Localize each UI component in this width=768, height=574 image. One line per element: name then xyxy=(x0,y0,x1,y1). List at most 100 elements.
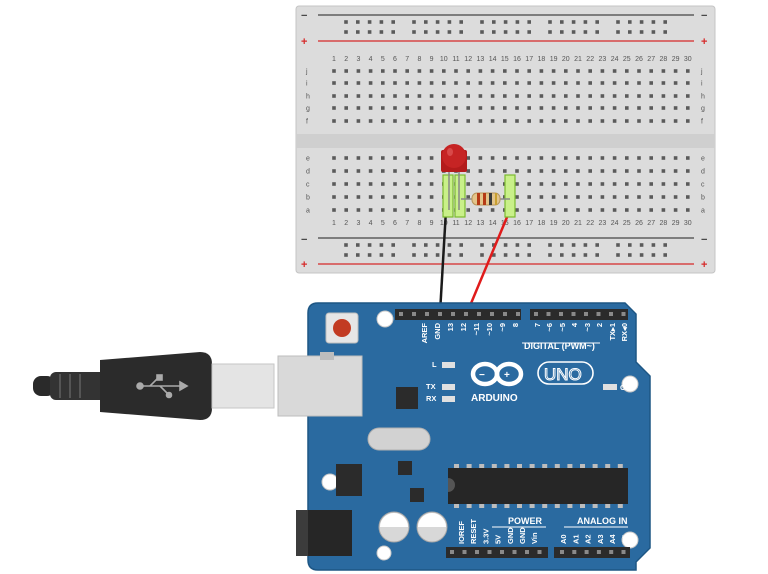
terminal-hole xyxy=(344,195,348,199)
terminal-hole xyxy=(649,169,653,173)
rail-hole xyxy=(616,243,620,247)
terminal-hole xyxy=(344,169,348,173)
terminal-hole xyxy=(515,94,519,98)
terminal-hole xyxy=(625,94,629,98)
power-pin-hole xyxy=(500,550,504,554)
terminal-hole xyxy=(417,156,422,160)
terminal-hole xyxy=(576,94,580,98)
terminal-hole xyxy=(503,94,507,98)
row-letter-left: a xyxy=(306,208,310,215)
row-letter-left: d xyxy=(306,169,310,176)
terminal-hole xyxy=(661,182,666,186)
logo-minus: − xyxy=(479,370,485,381)
rail-hole xyxy=(447,243,452,247)
rail-minus-top-right: − xyxy=(701,10,707,22)
terminal-hole xyxy=(661,156,666,160)
rail-hole xyxy=(447,30,452,34)
terminal-hole xyxy=(466,94,470,98)
terminal-hole xyxy=(661,169,666,173)
digital-pin-hole xyxy=(546,312,551,316)
terminal-hole xyxy=(381,182,385,186)
analog-pin-label: A2 xyxy=(584,534,593,544)
terminal-hole xyxy=(429,94,434,98)
terminal-hole xyxy=(637,208,641,212)
terminal-hole xyxy=(673,208,678,212)
analog-pin-hole xyxy=(596,550,601,554)
terminal-hole xyxy=(539,156,544,160)
resistor-band-2 xyxy=(483,193,486,205)
terminal-hole xyxy=(661,94,666,98)
bottom-pin-holes xyxy=(450,550,626,554)
rail-hole xyxy=(515,243,520,247)
terminal-hole xyxy=(661,208,666,212)
rail-hole xyxy=(595,253,599,257)
terminal-hole xyxy=(405,81,409,85)
rail-hole xyxy=(424,243,428,247)
column-number-bottom: 7 xyxy=(405,220,409,227)
terminal-hole xyxy=(332,182,336,186)
terminal-hole xyxy=(551,195,556,199)
digital-pin-label: 8 xyxy=(511,323,520,327)
digital-pin-holes xyxy=(399,312,626,316)
digital-pin-hole xyxy=(516,312,520,316)
rail-hole xyxy=(628,253,632,257)
terminal-hole xyxy=(527,106,531,110)
terminal-hole xyxy=(478,94,483,98)
terminal-hole xyxy=(429,81,434,85)
logo-plus: + xyxy=(504,370,510,381)
terminal-hole xyxy=(649,208,653,212)
tx-led xyxy=(442,384,455,390)
rail-hole xyxy=(515,253,520,257)
terminal-hole xyxy=(588,182,592,186)
digital-pin-label: TX▸1 xyxy=(608,323,617,341)
terminal-hole xyxy=(466,69,470,73)
reset-button-cap[interactable] xyxy=(333,319,351,337)
usb-jack-tab xyxy=(320,352,334,360)
analog-pin-label: A5 xyxy=(621,534,630,544)
terminal-hole xyxy=(612,106,617,110)
analog-pin-label: A3 xyxy=(596,534,605,544)
breadboard-center-channel xyxy=(296,134,715,148)
terminal-hole xyxy=(576,195,580,199)
terminal-hole xyxy=(673,169,678,173)
rail-hole xyxy=(344,30,348,34)
column-number-top: 6 xyxy=(393,56,397,63)
digital-pin-hole xyxy=(477,312,481,316)
mounting-hole-right xyxy=(621,375,639,393)
column-number-bottom: 5 xyxy=(381,220,385,227)
terminal-hole xyxy=(393,94,397,98)
terminal-hole xyxy=(344,94,348,98)
mcu-pin xyxy=(592,464,598,468)
terminal-hole xyxy=(588,81,592,85)
terminal-hole xyxy=(405,182,409,186)
rail-hole xyxy=(459,243,463,247)
terminal-hole xyxy=(466,81,470,85)
rail-hole xyxy=(583,243,588,247)
analog-pin-label: A1 xyxy=(571,534,580,544)
row-letter-left: e xyxy=(306,156,310,163)
column-number-bottom: 30 xyxy=(684,220,692,227)
rail-hole xyxy=(560,253,564,257)
column-number-bottom: 29 xyxy=(672,220,680,227)
analog-pin-hole xyxy=(560,550,564,554)
rail-hole xyxy=(459,253,463,257)
column-number-bottom: 19 xyxy=(550,220,558,227)
terminal-hole xyxy=(466,195,470,199)
column-number-top: 17 xyxy=(525,56,533,63)
power-pin-label: IOREF xyxy=(457,521,466,544)
terminal-hole xyxy=(466,169,470,173)
terminal-hole xyxy=(576,106,580,110)
analog-pin-label: A0 xyxy=(559,534,568,544)
terminal-hole xyxy=(686,106,690,110)
terminal-hole xyxy=(673,106,678,110)
terminal-hole xyxy=(417,182,422,186)
terminal-hole xyxy=(478,156,483,160)
rail-hole xyxy=(424,30,428,34)
terminal-hole xyxy=(564,94,568,98)
rail-hole xyxy=(447,253,452,257)
column-number-bottom: 21 xyxy=(574,220,582,227)
terminal-hole xyxy=(588,106,592,110)
terminal-hole xyxy=(393,106,397,110)
